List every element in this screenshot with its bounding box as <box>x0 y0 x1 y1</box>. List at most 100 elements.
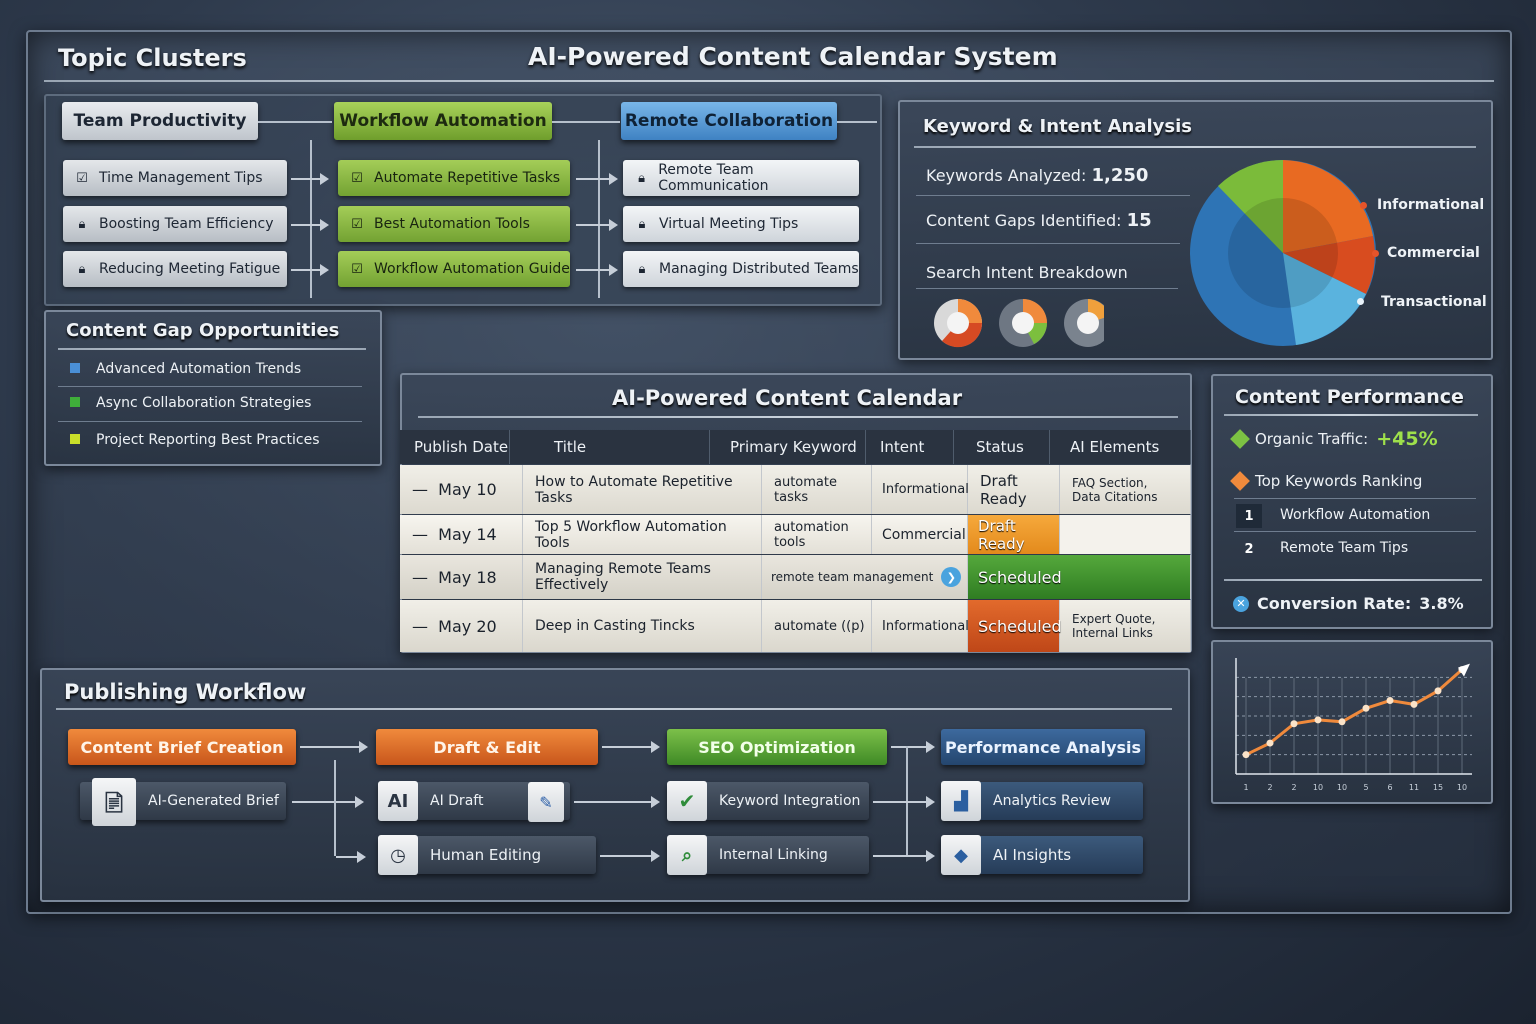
organic-traffic: Organic Traffic: +45% <box>1230 428 1438 450</box>
arrow-icon <box>576 264 618 276</box>
status-badge[interactable]: Scheduled <box>968 600 1062 652</box>
gap-item-label: Advanced Automation Trends <box>96 361 302 377</box>
cluster-item-label: Managing Distributed Teams <box>659 261 859 277</box>
cluster-header-workflow-automation[interactable]: Workflow Automation <box>334 102 552 140</box>
ai-insights[interactable]: ◆ AI Insights <box>941 835 1143 875</box>
cluster-header-team-productivity[interactable]: Team Productivity <box>62 102 258 140</box>
column-header-intent[interactable]: Intent <box>866 430 954 464</box>
status-badge[interactable]: Draft Ready <box>968 515 1060 554</box>
ai-element-text: Data Citations <box>1072 489 1158 504</box>
title-cell: How to Automate Repetitive Tasks <box>523 465 762 514</box>
cluster-item[interactable]: ☑Workflow Automation Guide <box>338 251 570 287</box>
cluster-item[interactable]: 🔒︎Remote Team Communication <box>623 160 859 196</box>
stage-performance-analysis[interactable]: Performance Analysis <box>941 729 1145 765</box>
diamond-icon <box>1230 429 1250 449</box>
cluster-connector <box>310 140 312 298</box>
x-tick-label: 10 <box>1457 783 1467 792</box>
cluster-item-label: Workflow Automation Guide <box>374 261 570 277</box>
ai-element-text: Internal Links <box>1072 626 1153 640</box>
intent-cell: Commercial <box>872 515 968 554</box>
internal-linking-label: Internal Linking <box>719 847 828 863</box>
keyword-integration[interactable]: ✔ Keyword Integration <box>667 781 869 821</box>
ranking-label[interactable]: Remote Team Tips <box>1280 540 1409 556</box>
status-cell: Draft Ready <box>968 465 1060 514</box>
keywords-analyzed: Keywords Analyzed: 1,250 <box>926 165 1148 186</box>
column-header-title[interactable]: Title <box>510 430 710 464</box>
arrow-icon <box>891 741 935 753</box>
cluster-item[interactable]: ☑Automate Repetitive Tasks <box>338 160 570 196</box>
divider <box>1234 498 1476 499</box>
legend-dot <box>1357 298 1364 305</box>
cluster-item[interactable]: 🔒︎Virtual Meeting Tips <box>623 206 859 242</box>
donut-icon <box>1064 299 1104 347</box>
column-header-publish-date[interactable]: Publish Date <box>400 430 510 464</box>
x-tick-label: 5 <box>1363 783 1368 792</box>
gap-item[interactable]: Async Collaboration Strategies <box>70 395 311 411</box>
cluster-item[interactable]: 🔒︎Reducing Meeting Fatigue <box>63 251 287 287</box>
content-gaps-identified: Content Gaps Identified: 15 <box>926 210 1152 231</box>
cluster-item[interactable]: 🔒︎Managing Distributed Teams <box>623 251 859 287</box>
cluster-item[interactable]: ☑Best Automation Tools <box>338 206 570 242</box>
checkbox-icon: ☑ <box>76 170 88 186</box>
stage-content-brief-creation[interactable]: Content Brief Creation <box>68 729 296 765</box>
column-header-ai-elements[interactable]: AI Elements <box>1050 430 1191 464</box>
table-row[interactable]: — May 10 How to Automate Repetitive Task… <box>400 465 1191 514</box>
divider <box>1234 531 1476 532</box>
ai-generated-brief[interactable]: 📄︎ AI-Generated Brief <box>80 778 286 826</box>
column-header-primary-keyword[interactable]: Primary Keyword <box>710 430 866 464</box>
arrow-icon <box>873 850 935 862</box>
organic-traffic-label: Organic Traffic: <box>1255 430 1369 448</box>
ranking-label[interactable]: Workflow Automation <box>1280 507 1431 523</box>
data-point <box>1386 697 1394 705</box>
status-badge[interactable]: Scheduled <box>968 555 1191 599</box>
topic-clusters-title: Topic Clusters <box>58 44 247 72</box>
analytics-review[interactable]: ▟ Analytics Review <box>941 781 1143 821</box>
cluster-header-remote-collaboration[interactable]: Remote Collaboration <box>621 102 837 140</box>
intent-cell: Informational <box>872 465 969 514</box>
keywords-analyzed-value: 1,250 <box>1091 165 1149 186</box>
stage-draft-edit[interactable]: Draft & Edit <box>376 729 598 765</box>
clock-icon: ◷ <box>378 835 418 875</box>
chevron-right-icon[interactable]: ❯ <box>941 567 962 587</box>
arrow-icon <box>600 850 660 862</box>
cluster-item[interactable]: ☑ Time Management Tips <box>63 160 287 196</box>
table-row[interactable]: — May 18 Managing Remote Teams Effective… <box>400 555 1191 599</box>
lock-icon: 🔒︎ <box>638 216 646 232</box>
search-icon: ⌕ <box>667 835 707 875</box>
ai-element-text: Expert Quote, <box>1072 612 1156 626</box>
date-cell: — May 20 <box>400 600 523 652</box>
top-keywords: Top Keywords Ranking <box>1230 471 1422 491</box>
column-header-status[interactable]: Status <box>954 430 1050 464</box>
trend-arrow <box>1458 663 1470 677</box>
human-editing[interactable]: ◷ Human Editing <box>378 835 596 875</box>
legend-dot <box>1372 250 1379 257</box>
gap-item[interactable]: Advanced Automation Trends <box>70 361 301 377</box>
date-cell: — May 10 <box>400 465 523 514</box>
date-text: May 20 <box>438 616 497 636</box>
checkbox-icon: ☑ <box>351 216 363 232</box>
divider <box>58 421 362 422</box>
cluster-item-label: Time Management Tips <box>99 170 263 186</box>
stage-seo-optimization[interactable]: SEO Optimization <box>667 729 887 765</box>
table-row[interactable]: — May 20 Deep in Casting Tincks automate… <box>400 600 1191 652</box>
cluster-item[interactable]: 🔒︎Boosting Team Efficiency <box>63 206 287 242</box>
arrow-icon <box>576 173 618 185</box>
intent-pie-chart <box>1190 159 1376 346</box>
header-divider <box>44 80 1494 82</box>
table-row[interactable]: — May 14 Top 5 Workflow Automation Tools… <box>400 515 1191 554</box>
cluster-connector <box>837 121 877 123</box>
search-intent-label: Search Intent Breakdown <box>926 263 1128 282</box>
arrow-icon <box>873 796 935 808</box>
content-gap-title: Content Gap Opportunities <box>66 320 340 341</box>
lock-icon: 🔒︎ <box>78 261 86 277</box>
keyword-cell: automation tools <box>762 515 872 554</box>
arrow-icon <box>291 264 329 276</box>
workflow-connector <box>334 760 336 856</box>
legend-informational: Informational <box>1377 197 1485 213</box>
pie-slice-commercial <box>1283 236 1375 294</box>
gap-item[interactable]: Project Reporting Best Practices <box>70 432 320 448</box>
keyword-cell: automate tasks <box>762 465 872 514</box>
data-point <box>1266 739 1274 747</box>
internal-linking[interactable]: ⌕ Internal Linking <box>667 835 869 875</box>
ai-elements-cell <box>1060 515 1191 554</box>
